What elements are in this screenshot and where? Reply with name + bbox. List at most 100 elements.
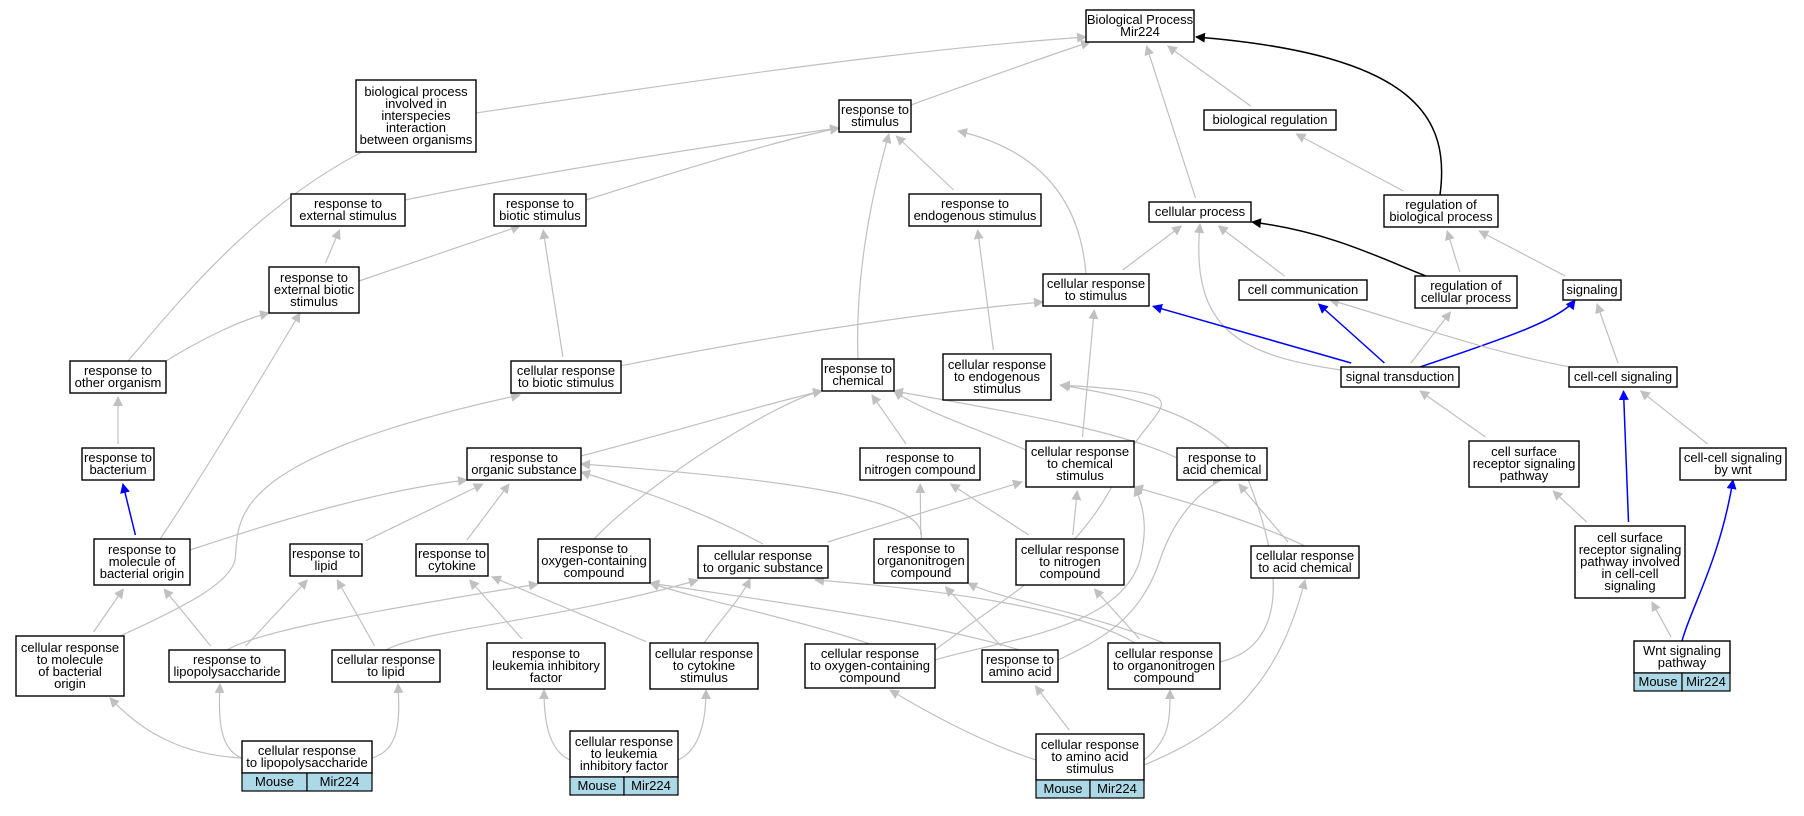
node-signaling[interactable]: signaling (1562, 279, 1622, 301)
node-label-line: receptor signaling (1579, 542, 1682, 557)
node-label-line: response to (941, 196, 1009, 211)
edge-resp_lps-to-resp_oxy (226, 580, 539, 651)
edge-cr_lipid-to-resp_lipid (336, 579, 376, 647)
edge-cc_wnt-to-cc_sig (1639, 390, 1709, 445)
node-box (355, 79, 477, 153)
node-label-line: cellular response (337, 652, 435, 667)
node-label-line: pathway (1658, 655, 1707, 670)
edge-cr_mol_bact-to-resp_mol_bact (93, 588, 124, 633)
node-label-line: by wnt (1714, 462, 1752, 477)
node-label-line: response to (986, 652, 1054, 667)
edge-resp_endo-to-resp_stim (895, 135, 955, 191)
species-tag: Mouse (577, 778, 616, 793)
node-label-line: cell surface (1597, 530, 1663, 545)
node-box (1203, 109, 1337, 131)
node-cell-proc[interactable]: cellular process (1148, 201, 1252, 223)
node-sig-trans[interactable]: signal transduction (1340, 366, 1460, 388)
node-box (486, 642, 606, 690)
node-label-line: response to (108, 542, 176, 557)
node-box (1340, 366, 1460, 388)
species-tag-box (1681, 672, 1731, 692)
node-label-line: response to (193, 652, 261, 667)
node-label-line: stimulus (851, 114, 899, 129)
node-label-line: pathway involved (1580, 554, 1680, 569)
node-box (942, 353, 1052, 401)
node-label-line: cellular response (1021, 542, 1119, 557)
edge-resp_ext-to-resp_stim (404, 124, 840, 201)
gene-tag: Mir224 (1097, 781, 1137, 796)
node-label-line: response to (824, 361, 892, 376)
node-label-line: Wnt signaling (1643, 643, 1721, 658)
node-label-line: interaction (386, 120, 446, 135)
edge-bio_reg-to-bp (1166, 45, 1251, 107)
node-label-line: of bacterial (38, 664, 102, 679)
node-label-line: response to (84, 363, 152, 378)
node-label-line: bacterium (89, 462, 146, 477)
node-box (1250, 545, 1360, 579)
edge-cr_oxy-to-cr_chem (934, 486, 1145, 661)
node-box (1148, 201, 1252, 223)
edge-csrsp_cc-to-cc_sig (1618, 390, 1630, 523)
node-bio-reg[interactable]: biological regulation (1203, 109, 1337, 131)
edge-sig_trans-to-cr_stim (1152, 303, 1352, 364)
node-cell-comm[interactable]: cell communication (1238, 279, 1368, 301)
node-label-line: regulation of (1405, 197, 1477, 212)
node-label-line: external stimulus (299, 208, 397, 223)
node-label-line: response to (314, 196, 382, 211)
species-tag-box (306, 772, 373, 792)
node-label-line: response to (292, 546, 360, 561)
node-label-line: bacterial origin (100, 566, 185, 581)
node-box (838, 99, 912, 133)
node-label-line: stimulus (290, 294, 338, 309)
node-label-line: biological regulation (1213, 112, 1328, 127)
node-label-line: external biotic (274, 282, 355, 297)
node-label-line: to organic substance (703, 560, 823, 575)
node-label-line: cell-cell signaling (1574, 369, 1672, 384)
node-label-line: cellular response (21, 640, 119, 655)
edge-cc_sig-to-signaling (1595, 303, 1619, 364)
node-cc-sig[interactable]: cell-cell signaling (1568, 366, 1678, 388)
